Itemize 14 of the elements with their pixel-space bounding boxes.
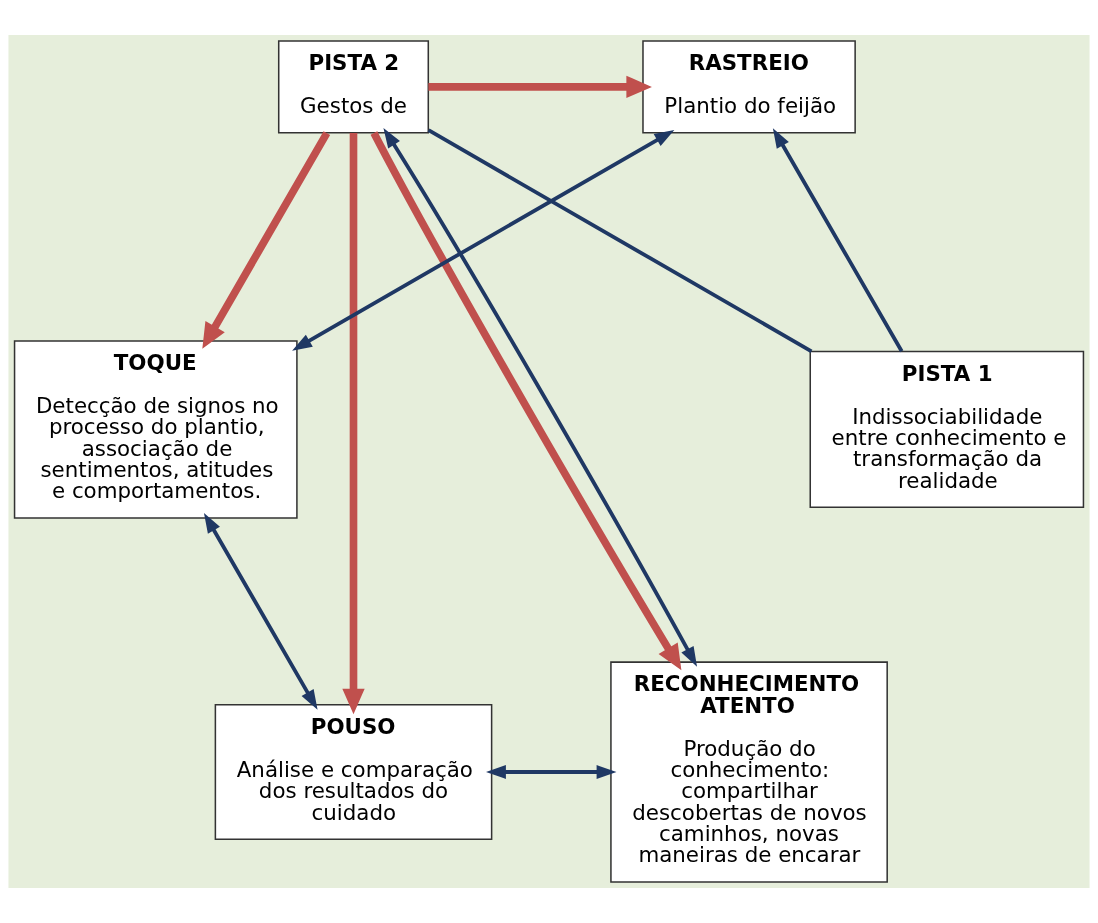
node-box: POUSO Análise e comparação dos resultados do cuidado <box>214 704 493 840</box>
arrow <box>292 130 675 351</box>
arrow <box>202 131 331 349</box>
node-box: TOQUE Detecção de signos no processo do plantio, associação de sentimentos, atitudes e comportamentos. <box>13 340 298 519</box>
arrow <box>203 513 318 710</box>
node-box: RASTREIO Plantio do feijão <box>642 40 856 134</box>
arrow <box>428 75 652 99</box>
connector <box>427 128 813 353</box>
node-box: RECONHECIMENTO ATENTO Produção do conhecimento: compartilhar descobertas de novos caminhos, novas maneiras de encarar <box>610 661 888 883</box>
arrow <box>486 765 617 779</box>
node-box: PISTA 1 Indissociabilidade entre conhecimento e transformação da realidade <box>809 350 1085 509</box>
arrow <box>772 128 904 353</box>
node-box: PISTA 2 Gestos de <box>277 40 430 134</box>
arrow <box>342 132 365 715</box>
